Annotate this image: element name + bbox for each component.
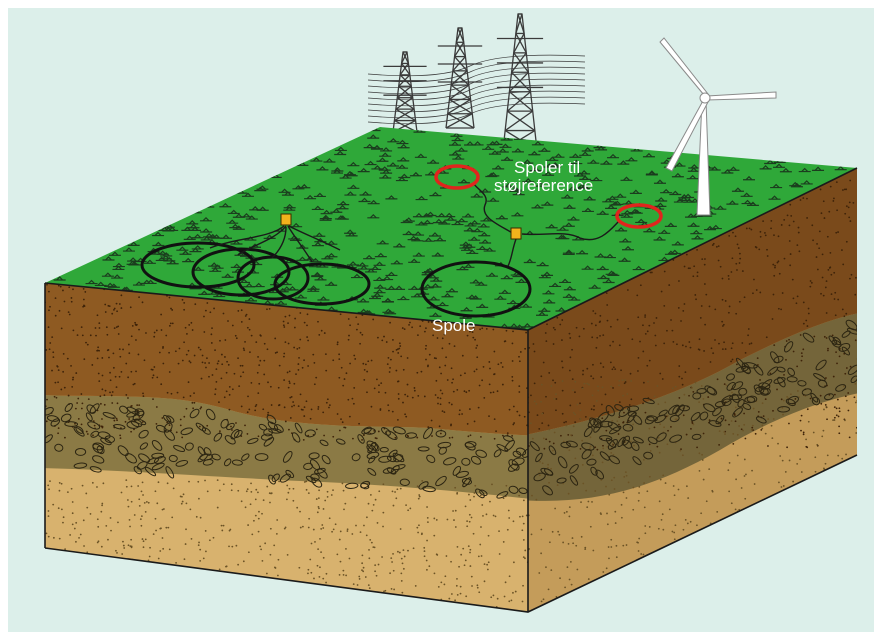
noise-reference-label-line-1: Spoler til (514, 158, 581, 177)
power-pylon-icon (367, 13, 586, 151)
noise-reference-coils-label: Spoler til støjreference (494, 158, 593, 195)
front-face (45, 283, 528, 612)
coil-loop-icon (273, 262, 371, 306)
coil-loop-icon (140, 241, 256, 289)
grass-surface (45, 127, 857, 330)
coil-array-left (140, 241, 371, 306)
topsoil-layer-side (528, 168, 857, 436)
coil-cables (209, 183, 621, 267)
receiver-box-icon (280, 213, 292, 226)
gravel-layer-front (45, 395, 528, 500)
block-edges (44, 167, 858, 613)
coil-loop-icon (191, 247, 291, 297)
reference-coil-icon (434, 164, 480, 190)
coil-loop-icon (420, 260, 532, 318)
receiver-box-icon (510, 227, 522, 240)
coil-label: Spole (432, 316, 476, 335)
wind-turbine-icon (659, 37, 777, 216)
reference-coil-icon (615, 203, 663, 229)
noise-reference-label-line-2: støjreference (494, 176, 594, 195)
